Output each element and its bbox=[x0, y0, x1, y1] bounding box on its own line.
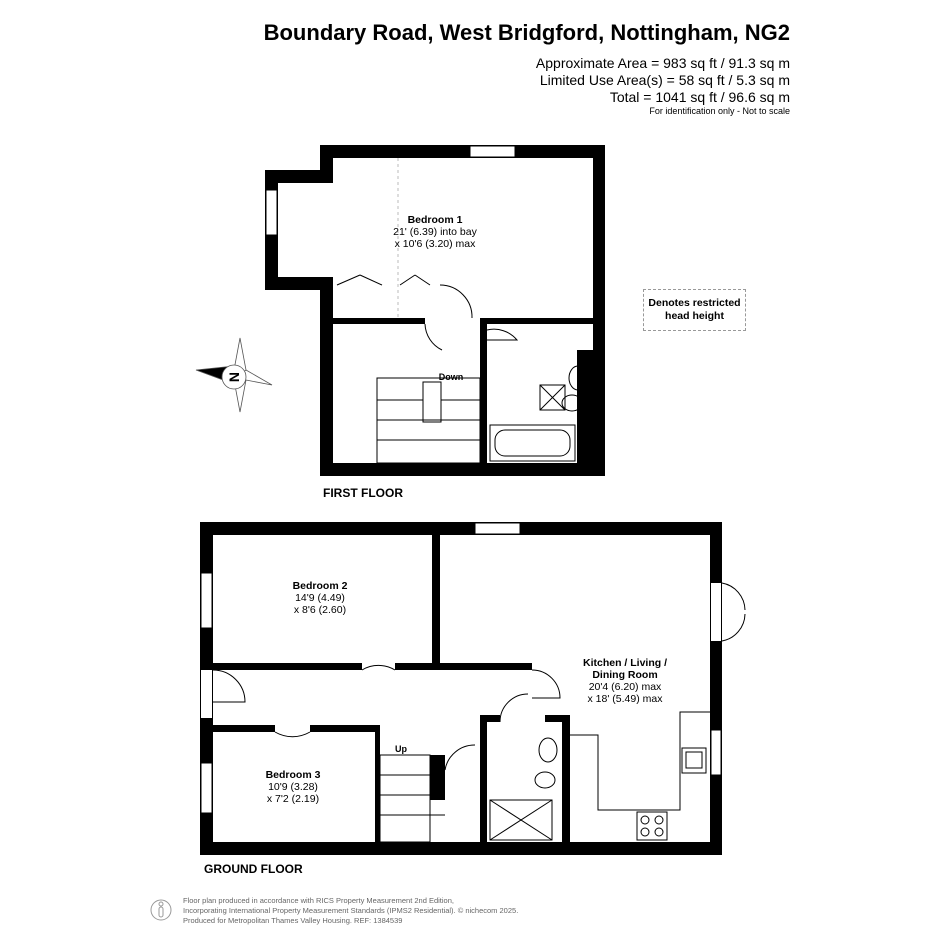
restricted-height-legend: Denotes restricted head height bbox=[643, 289, 746, 331]
compass-icon: N bbox=[195, 337, 273, 413]
first-floor-windows bbox=[265, 145, 516, 236]
bedroom-3-label: Bedroom 3 10'9 (3.28)x 7'2 (2.19) bbox=[265, 769, 321, 805]
scale-note: For identification only - Not to scale bbox=[649, 106, 790, 116]
ground-floor-windows-doors bbox=[200, 522, 722, 814]
person-icon bbox=[150, 899, 172, 921]
svg-text:N: N bbox=[226, 372, 242, 382]
total-area: Total = 1041 sq ft / 96.6 sq m bbox=[609, 89, 790, 105]
stairs-down-label: Down bbox=[439, 372, 464, 382]
page-title: Boundary Road, West Bridgford, Nottingha… bbox=[263, 20, 790, 45]
limited-use-area: Limited Use Area(s) = 58 sq ft / 5.3 sq … bbox=[539, 72, 790, 88]
ground-floor-label: GROUND FLOOR bbox=[204, 862, 303, 876]
footer: Floor plan produced in accordance with R… bbox=[183, 896, 519, 925]
first-floor-fixtures bbox=[336, 274, 588, 464]
stairs-up-label: Up bbox=[395, 744, 407, 754]
kitchen-living-label: Kitchen / Living /Dining Room 20'4 (6.20… bbox=[582, 657, 667, 705]
ground-floor-fixtures bbox=[212, 582, 746, 843]
first-floor-label: FIRST FLOOR bbox=[323, 486, 403, 500]
approximate-area: Approximate Area = 983 sq ft / 91.3 sq m bbox=[535, 55, 790, 71]
bedroom-2-label: Bedroom 2 14'9 (4.49)x 8'6 (2.60) bbox=[292, 580, 348, 616]
first-floor-walls bbox=[265, 145, 605, 476]
